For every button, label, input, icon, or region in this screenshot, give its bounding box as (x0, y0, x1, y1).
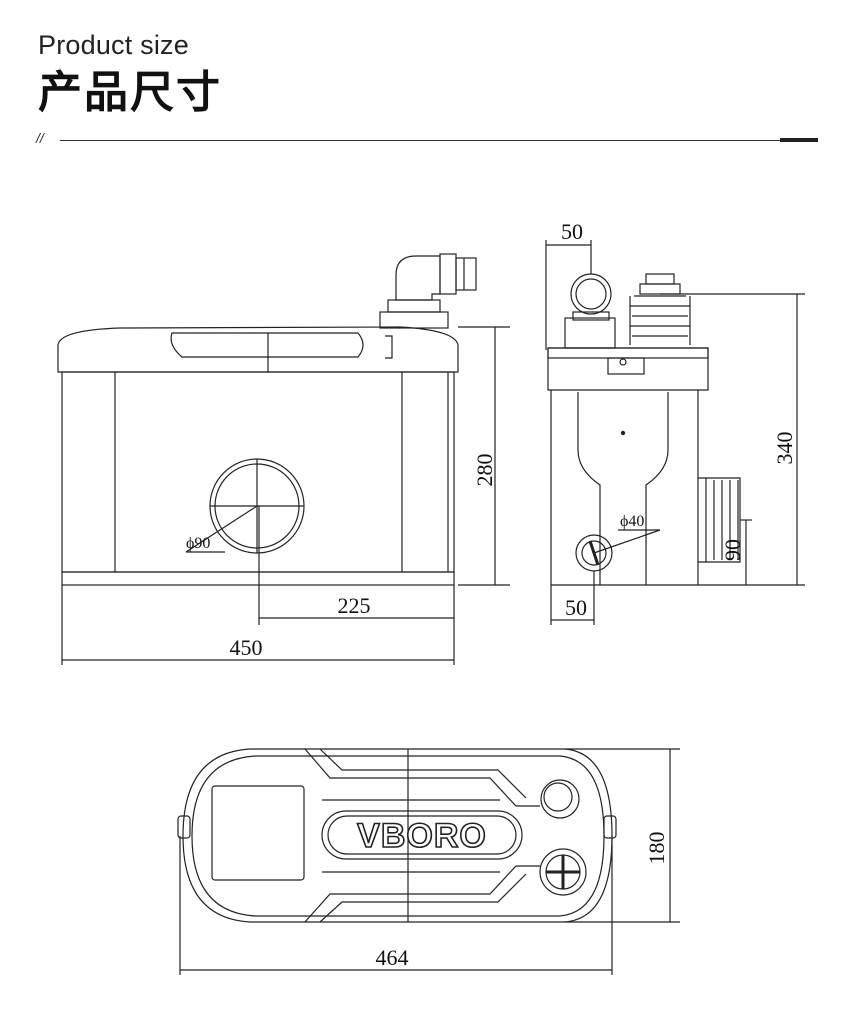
top-outlet-upper-inner (543, 782, 573, 812)
side-bottom-outlet-inner (581, 540, 607, 566)
front-lid-latch (385, 335, 393, 359)
divider-slash-mark: // (36, 130, 44, 146)
dim-label-180: 180 (644, 832, 669, 865)
side-view (545, 240, 805, 625)
dim-label-280: 280 (472, 454, 497, 487)
top-access-panel (211, 785, 305, 881)
divider-line (60, 140, 780, 141)
front-inlet-leader (185, 505, 258, 553)
top-chevron-lower (304, 865, 540, 923)
page-header: Product size 产品尺寸 (38, 28, 222, 120)
dim-label-90: 90 (720, 539, 745, 561)
front-body (61, 371, 455, 573)
front-lid (57, 326, 459, 373)
side-vent-bellows (629, 295, 691, 345)
dim-label-inlet-diameter: ϕ90 (186, 535, 210, 552)
front-outlet-base (379, 311, 449, 329)
front-base (61, 571, 455, 586)
side-outlet-leader (593, 529, 661, 554)
top-clip-left (177, 815, 191, 839)
front-outlet-flange (387, 299, 441, 313)
side-head-latch-pin (619, 358, 627, 366)
top-outline (182, 748, 613, 923)
side-outlet-ring-inner (575, 278, 607, 310)
top-inner-outline (191, 755, 605, 917)
side-vent-ring (639, 283, 681, 295)
top-outlet-upper-outer (540, 779, 580, 819)
title-english: Product size (38, 30, 189, 60)
top-logo-badge-inner (327, 815, 517, 855)
dim-label-464: 464 (376, 945, 409, 970)
front-outlet-collar (439, 253, 457, 295)
side-body-dot (620, 430, 626, 436)
top-clip-right (603, 815, 617, 839)
top-outlet-lower-outer (539, 848, 587, 896)
top-view: VBORO (177, 748, 680, 975)
dim-label-340: 340 (772, 432, 797, 465)
side-body-channel (577, 392, 669, 585)
dim-label-50-top: 50 (561, 219, 583, 244)
side-outlet-ring-outer (570, 273, 612, 315)
side-head-top (547, 347, 709, 359)
side-head-latch (607, 357, 645, 375)
dim-label-50-bottom: 50 (565, 595, 587, 620)
side-outlet-collar (572, 311, 610, 321)
dim-label-450: 450 (230, 635, 263, 660)
brand-logo-text: VBORO (357, 817, 487, 855)
dim-label-outlet-diameter: ϕ40 (620, 513, 644, 530)
title-chinese: 产品尺寸 (38, 67, 222, 118)
front-outlet-nozzle (455, 257, 477, 291)
front-lid-handle (170, 332, 364, 358)
side-vent-cap (645, 273, 675, 285)
side-outlet-base (564, 317, 616, 349)
top-chevron-upper (304, 748, 540, 807)
divider-end-bar (780, 138, 818, 142)
front-outlet-elbow (395, 255, 441, 301)
dim-label-225: 225 (338, 593, 371, 618)
front-view (57, 253, 510, 665)
side-head (547, 347, 709, 391)
top-logo-badge (321, 810, 523, 860)
